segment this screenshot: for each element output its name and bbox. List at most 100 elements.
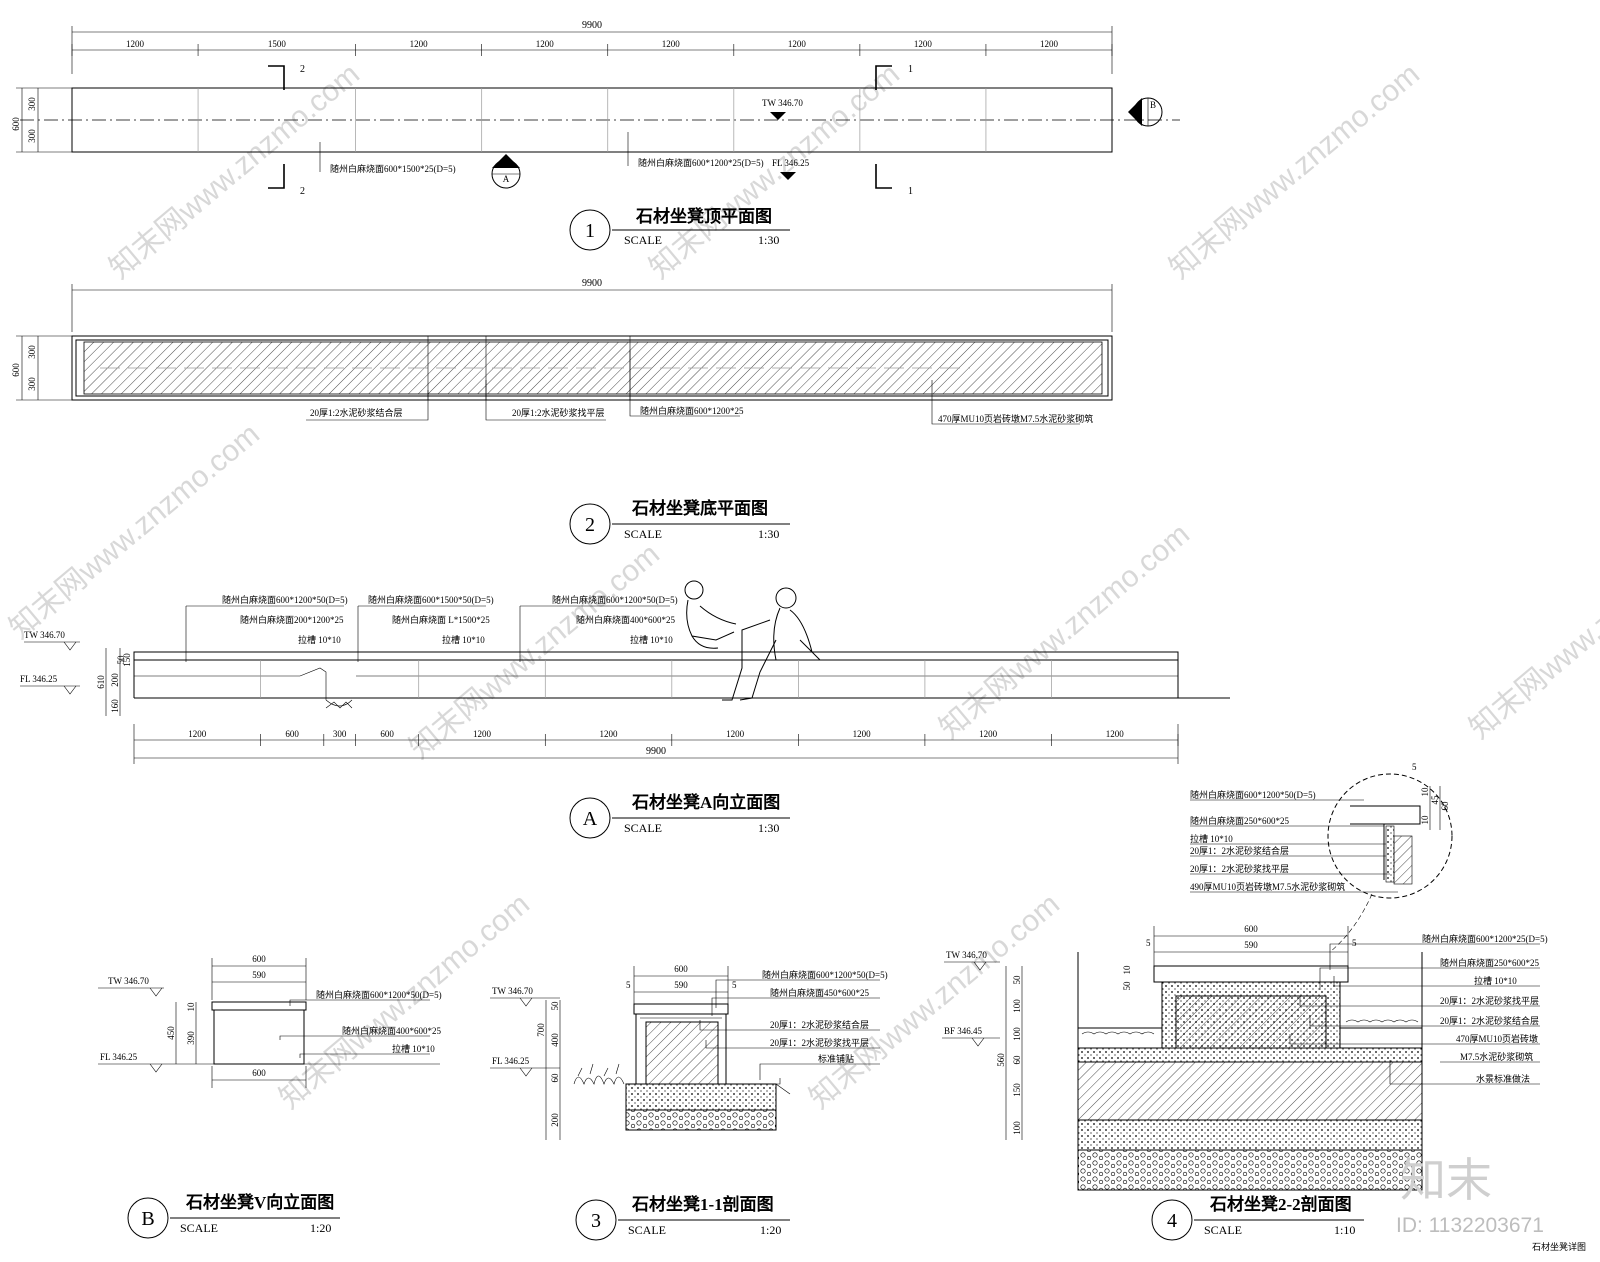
plan1-seg-dim: 1200 (1040, 39, 1059, 49)
svg-text:10: 10 (1420, 815, 1430, 825)
svg-text:600: 600 (11, 117, 21, 131)
svg-text:拉槽 10*10: 拉槽 10*10 (630, 634, 673, 645)
svg-text:M7.5水泥砂浆砌筑: M7.5水泥砂浆砌筑 (1460, 1051, 1533, 1062)
svg-text:1:30: 1:30 (758, 233, 779, 247)
elevA-seg-dim: 1200 (188, 729, 207, 739)
svg-text:20厚1：2水泥砂浆结合层: 20厚1：2水泥砂浆结合层 (770, 1019, 869, 1030)
svg-text:1: 1 (908, 64, 913, 75)
svg-text:200: 200 (110, 673, 120, 687)
svg-text:1: 1 (908, 186, 913, 197)
svg-text:知末网www.znzmo.com: 知末网www.znzmo.com (933, 518, 1196, 746)
svg-text:600: 600 (252, 954, 266, 964)
plan1-seg-dim: 1200 (662, 39, 681, 49)
svg-text:2: 2 (585, 514, 595, 536)
svg-text:随州白麻烧面600*1200*25(D=5): 随州白麻烧面600*1200*25(D=5) (1422, 933, 1548, 944)
svg-text:60: 60 (1012, 1055, 1022, 1065)
svg-text:60: 60 (1440, 801, 1450, 811)
svg-text:160: 160 (110, 699, 120, 713)
elevA-seg-dim: 1200 (473, 729, 492, 739)
svg-text:知末网www.znzmo.com: 知末网www.znzmo.com (1463, 518, 1600, 746)
elevA-seg-dim: 600 (285, 729, 299, 739)
svg-text:470厚MU10页岩砖墩: 470厚MU10页岩砖墩 (1456, 1033, 1538, 1044)
elevA-seg-dim: 1200 (1106, 729, 1125, 739)
svg-text:FL 346.25: FL 346.25 (772, 158, 810, 168)
plan1-seg-dim: 1200 (410, 39, 429, 49)
plan-1-title: 1 石材坐凳顶平面图 SCALE 1:30 (569, 206, 790, 251)
svg-text:5: 5 (732, 980, 737, 990)
people-figure (684, 580, 821, 701)
svg-text:石材坐凳2-2剖面图: 石材坐凳2-2剖面图 (1209, 1194, 1352, 1214)
svg-text:SCALE: SCALE (628, 1223, 666, 1237)
svg-text:随州白麻烧面600*1500*50(D=5): 随州白麻烧面600*1500*50(D=5) (368, 594, 494, 605)
svg-text:600: 600 (1244, 924, 1258, 934)
svg-text:390: 390 (186, 1031, 196, 1045)
section-2-2: TW 346.70 BF 346.45 560 50 100 100 60 15… (942, 924, 1548, 1191)
svg-text:知末网www.znzmo.com: 知末网www.znzmo.com (3, 418, 266, 646)
elevA-seg-dim: 600 (380, 729, 394, 739)
plan-2-bottom: 9900 600 300 300 20厚1:2水泥砂浆结合层 20厚1:2水泥砂… (11, 278, 1113, 425)
svg-text:1:30: 1:30 (758, 821, 779, 835)
svg-text:拉槽 10*10: 拉槽 10*10 (1474, 975, 1517, 986)
svg-text:随州白麻烧面400*600*25: 随州白麻烧面400*600*25 (342, 1025, 442, 1036)
section-1-1: 600 590 5 5 TW 346.70 FL 346.25 700 400 … (490, 964, 888, 1140)
section-1-1-title: 3 石材坐凳1-1剖面图 SCALE 1:20 (575, 1194, 790, 1241)
footer: 知末 ID: 1132203671 石材坐凳详图 (1396, 1154, 1586, 1252)
svg-text:5: 5 (1352, 938, 1357, 948)
svg-text:10: 10 (1420, 787, 1430, 797)
svg-text:随州白麻烧面250*600*25: 随州白麻烧面250*600*25 (1440, 957, 1540, 968)
svg-text:石材坐凳底平面图: 石材坐凳底平面图 (631, 498, 768, 518)
svg-text:拉槽 10*10: 拉槽 10*10 (392, 1043, 435, 1054)
svg-text:1:10: 1:10 (1334, 1223, 1355, 1237)
svg-text:知末网www.znzmo.com: 知末网www.znzmo.com (803, 888, 1066, 1116)
svg-text:470厚MU10页岩砖墩M7.5水泥砂浆砌筑: 470厚MU10页岩砖墩M7.5水泥砂浆砌筑 (938, 413, 1093, 424)
svg-text:10: 10 (1122, 965, 1132, 975)
svg-text:20厚1:2水泥砂浆结合层: 20厚1:2水泥砂浆结合层 (310, 407, 403, 418)
svg-text:B: B (141, 1208, 154, 1230)
elevA-seg-dim: 1200 (853, 729, 872, 739)
svg-text:随州白麻烧面400*600*25: 随州白麻烧面400*600*25 (576, 614, 676, 625)
svg-text:300: 300 (27, 345, 37, 359)
svg-text:拉槽 10*10: 拉槽 10*10 (442, 634, 485, 645)
svg-text:随州白麻烧面 L*1500*25: 随州白麻烧面 L*1500*25 (392, 614, 490, 625)
svg-text:10: 10 (186, 1002, 196, 1012)
svg-text:600: 600 (674, 964, 688, 974)
svg-text:TW 346.70: TW 346.70 (946, 950, 987, 960)
svg-text:590: 590 (252, 970, 266, 980)
svg-text:石材坐凳顶平面图: 石材坐凳顶平面图 (635, 206, 772, 226)
svg-text:2: 2 (300, 186, 305, 197)
svg-text:590: 590 (674, 980, 688, 990)
elevA-seg-dim: 1200 (979, 729, 998, 739)
svg-text:5: 5 (1146, 938, 1151, 948)
svg-text:知末网www.znzmo.com: 知末网www.znzmo.com (403, 538, 666, 766)
svg-text:50: 50 (550, 1001, 560, 1011)
svg-text:TW 346.70: TW 346.70 (24, 630, 65, 640)
svg-text:知末网www.znzmo.com: 知末网www.znzmo.com (103, 58, 366, 286)
svg-text:300: 300 (27, 129, 37, 143)
svg-text:随州白麻烧面250*600*25: 随州白麻烧面250*600*25 (1190, 815, 1290, 826)
svg-text:拉槽 10*10: 拉槽 10*10 (298, 634, 341, 645)
svg-text:石材坐凳1-1剖面图: 石材坐凳1-1剖面图 (631, 1194, 774, 1214)
svg-text:100: 100 (1012, 1027, 1022, 1041)
elevA-seg-dim: 1200 (726, 729, 745, 739)
svg-text:50: 50 (1122, 981, 1132, 991)
svg-text:FL 346.25: FL 346.25 (492, 1056, 530, 1066)
svg-text:标准铺贴: 标准铺贴 (818, 1053, 854, 1064)
elevation-a: TW 346.70 FL 346.25 610 200 160 50 150 (20, 580, 1230, 764)
plan-2-title: 2 石材坐凳底平面图 SCALE 1:30 (569, 498, 790, 545)
svg-text:SCALE: SCALE (624, 233, 662, 247)
svg-text:400: 400 (550, 1033, 560, 1047)
svg-text:300: 300 (27, 97, 37, 111)
svg-text:600: 600 (252, 1068, 266, 1078)
svg-text:随州白麻烧面600*1200*50(D=5): 随州白麻烧面600*1200*50(D=5) (1190, 789, 1316, 800)
svg-text:SCALE: SCALE (180, 1221, 218, 1235)
svg-text:随州白麻烧面600*1200*50(D=5): 随州白麻烧面600*1200*50(D=5) (552, 594, 678, 605)
elevation-b: 600 590 TW 346.70 FL 346.25 450 10 390 6… (98, 954, 442, 1088)
plan1-seg-dim: 1200 (914, 39, 933, 49)
elevA-seg-dim: 300 (333, 729, 347, 739)
svg-text:20厚1：2水泥砂浆找平层: 20厚1：2水泥砂浆找平层 (1190, 863, 1289, 874)
svg-text:1:20: 1:20 (760, 1223, 781, 1237)
svg-text:石材坐凳V向立面图: 石材坐凳V向立面图 (185, 1192, 334, 1212)
svg-text:A: A (503, 174, 510, 184)
svg-text:TW 346.70: TW 346.70 (492, 986, 533, 996)
